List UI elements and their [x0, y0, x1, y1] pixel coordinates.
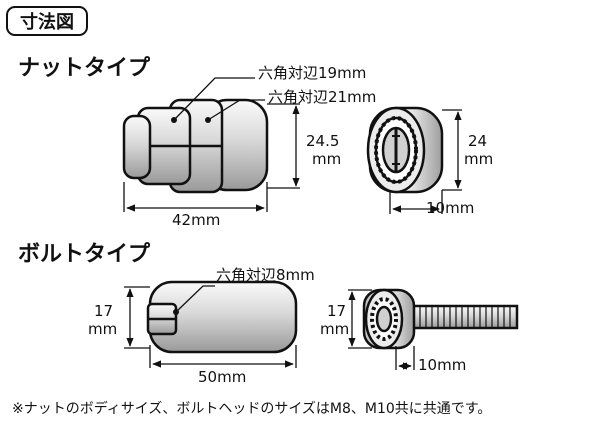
bolt-length-label: 50mm	[198, 368, 247, 386]
bolt-end-dimensions	[348, 289, 415, 370]
bolt-end-view	[362, 288, 519, 350]
bolt-leader	[175, 285, 215, 313]
bolt-diameter-unit: mm	[88, 320, 118, 338]
bolt-type-title: ボルトタイプ	[18, 242, 151, 267]
bolt-end-diameter-value: 17	[327, 302, 347, 320]
bolt-dimensions	[124, 286, 297, 368]
bolt-end-depth-label: 10mm	[418, 356, 467, 374]
nut-length-label: 42mm	[172, 211, 221, 229]
footnote: ※ナットのボディサイズ、ボルトヘッドのサイズはM8、M10共に共通です。	[12, 401, 492, 417]
nut-side-view	[122, 98, 269, 194]
nut-hex-small-label: 六角対辺19mm	[258, 64, 367, 82]
nut-height-unit: mm	[312, 150, 342, 168]
nut-leaders	[173, 77, 265, 121]
dimension-badge: 寸法図	[6, 6, 88, 36]
nut-end-dimensions	[389, 109, 462, 214]
nut-dimensions	[123, 103, 300, 212]
nut-hex-large-label: 六角対辺21mm	[268, 88, 377, 106]
nut-height-value: 24.5	[306, 132, 340, 150]
bolt-end-diameter-unit: mm	[320, 320, 350, 338]
bolt-diameter-value: 17	[94, 302, 114, 320]
bolt-hex-label: 六角対辺8mm	[216, 266, 315, 284]
nut-end-diameter-value: 24	[468, 132, 488, 150]
nut-end-view	[366, 106, 444, 194]
bolt-side-view	[146, 280, 298, 354]
nut-end-depth-label: 10mm	[426, 199, 475, 217]
nut-type-title: ナットタイプ	[18, 56, 151, 81]
nut-end-diameter-unit: mm	[464, 150, 494, 168]
